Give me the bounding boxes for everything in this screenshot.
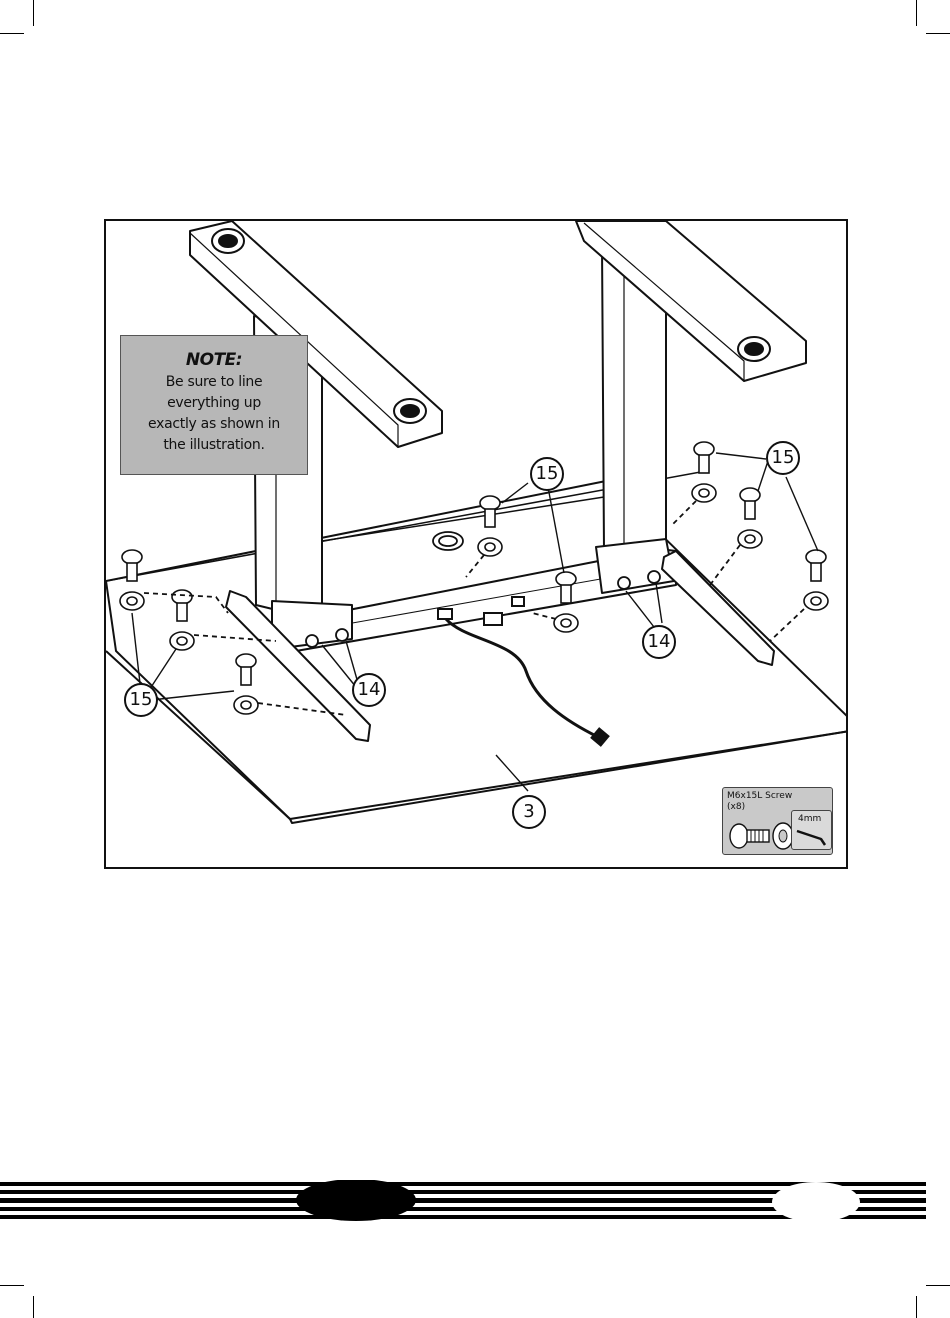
- callout-part-14: 14: [642, 625, 676, 659]
- hardware-label: M6x15L Screw (x8): [727, 791, 792, 813]
- note-line: Be sure to line: [121, 372, 307, 393]
- screw-qty: (x8): [727, 802, 792, 813]
- note-line: everything up: [121, 393, 307, 414]
- callout-part-15: 15: [124, 683, 158, 717]
- crop-mark-icon: [926, 33, 950, 34]
- footer-stripes: [0, 1180, 950, 1224]
- crop-mark-icon: [0, 33, 24, 34]
- crop-mark-icon: [33, 0, 34, 26]
- callout-part-15: 15: [766, 441, 800, 475]
- crop-mark-icon: [33, 1296, 34, 1318]
- note-body: Be sure to line everything up exactly as…: [121, 372, 307, 456]
- assembly-drawing: [106, 221, 848, 869]
- crop-mark-icon: [916, 0, 917, 26]
- hardware-box: M6x15L Screw (x8) 4mm: [722, 787, 833, 855]
- tool-size: 4mm: [798, 814, 821, 824]
- note-box: NOTE: Be sure to line everything up exac…: [120, 335, 308, 475]
- crop-mark-icon: [926, 1285, 950, 1286]
- note-line: the illustration.: [121, 435, 307, 456]
- note-line: exactly as shown in: [121, 414, 307, 435]
- assembly-illustration: NOTE: Be sure to line everything up exac…: [104, 219, 848, 869]
- callout-part-14: 14: [352, 673, 386, 707]
- callout-part-3: 3: [512, 795, 546, 829]
- page-number-badge: [772, 1182, 860, 1222]
- screw-icon: [727, 818, 797, 852]
- crop-mark-icon: [0, 1285, 24, 1286]
- crop-mark-icon: [916, 1296, 917, 1318]
- screw-name: M6x15L Screw: [727, 791, 792, 802]
- note-title: NOTE:: [121, 350, 307, 370]
- callout-part-15: 15: [530, 457, 564, 491]
- allen-key-icon: [795, 827, 829, 847]
- tool-box: 4mm: [791, 810, 832, 850]
- table-top: [106, 481, 848, 823]
